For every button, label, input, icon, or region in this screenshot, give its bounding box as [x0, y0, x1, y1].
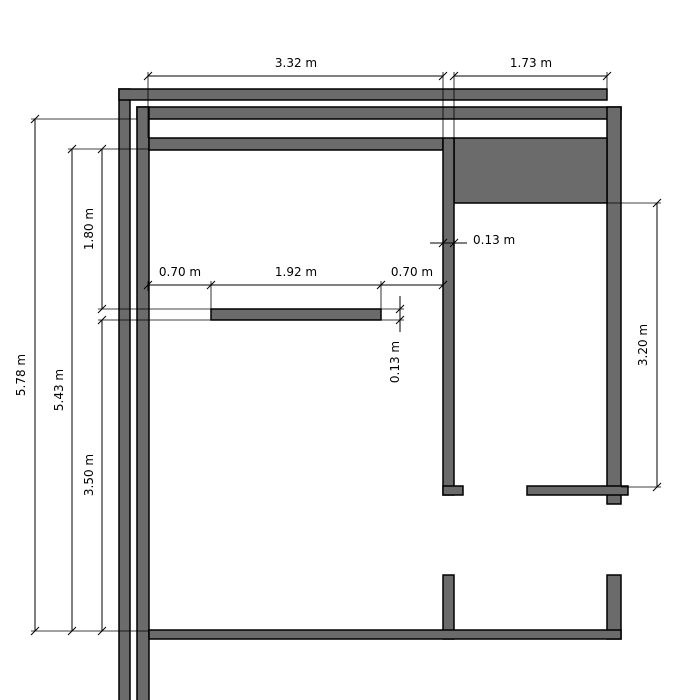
walls	[118, 88, 629, 700]
middle-partition-stub	[442, 485, 464, 496]
label-wall-thickness: 0.13 m	[473, 233, 515, 247]
left-room-top-wall	[148, 137, 444, 151]
middle-partition-wall	[442, 137, 455, 496]
label-right-room-height: 3.20 m	[636, 324, 650, 366]
label-right-gap: 0.70 m	[391, 265, 433, 279]
label-inner-height: 5.43 m	[52, 369, 66, 411]
right-outer-wall	[606, 106, 622, 505]
floating-partition	[210, 308, 382, 321]
outer-left-wall	[118, 88, 131, 700]
bottom-wall	[148, 629, 622, 640]
inner-top-wall	[136, 106, 622, 120]
label-top-right-width: 1.73 m	[510, 56, 552, 70]
right-room-bottom-wall	[526, 485, 629, 496]
dimension-labels: 3.32 m 1.73 m 5.78 m 5.43 m 1.80 m 3.50 …	[14, 56, 650, 496]
dimension-lines	[30, 71, 662, 636]
label-upper-segment: 1.80 m	[82, 208, 96, 250]
label-overall-height: 5.78 m	[14, 354, 28, 396]
label-lower-segment: 3.50 m	[82, 454, 96, 496]
label-partition-length: 1.92 m	[275, 265, 317, 279]
right-upper-block	[453, 137, 608, 204]
inner-left-wall	[136, 106, 150, 700]
label-partition-thickness: 0.13 m	[388, 341, 402, 383]
label-left-gap: 0.70 m	[159, 265, 201, 279]
outer-top-wall	[118, 88, 608, 101]
label-top-left-width: 3.32 m	[275, 56, 317, 70]
